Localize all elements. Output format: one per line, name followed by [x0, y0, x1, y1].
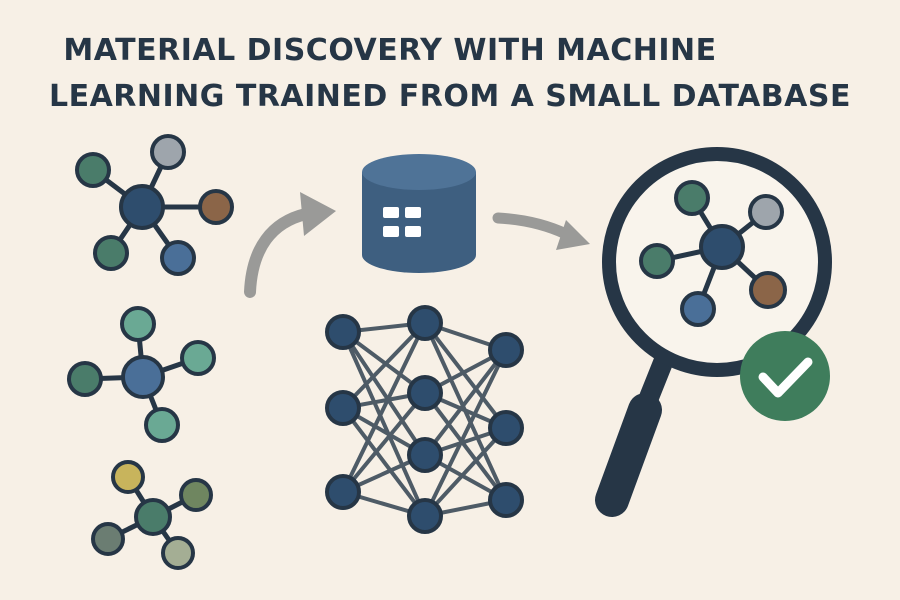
check-circle-icon — [740, 331, 830, 421]
molecule-icon — [639, 180, 787, 327]
title-line-1: MATERIAL DISCOVERY WITH MACHINE — [63, 33, 717, 68]
title-line-2: LEARNING TRAINED FROM A SMALL DATABASE — [48, 79, 851, 114]
magnifying-glass-icon — [595, 147, 832, 517]
curved-arrow-icon — [244, 192, 336, 298]
database-icon — [362, 154, 476, 273]
neural-network-icon — [325, 305, 524, 534]
molecule-icon — [75, 134, 234, 276]
molecule-icon — [91, 460, 213, 570]
arrow-right-icon — [492, 212, 590, 250]
molecule-icon — [67, 306, 216, 443]
diagram-title: MATERIAL DISCOVERY WITH MACHINE LEARNING… — [30, 28, 870, 120]
